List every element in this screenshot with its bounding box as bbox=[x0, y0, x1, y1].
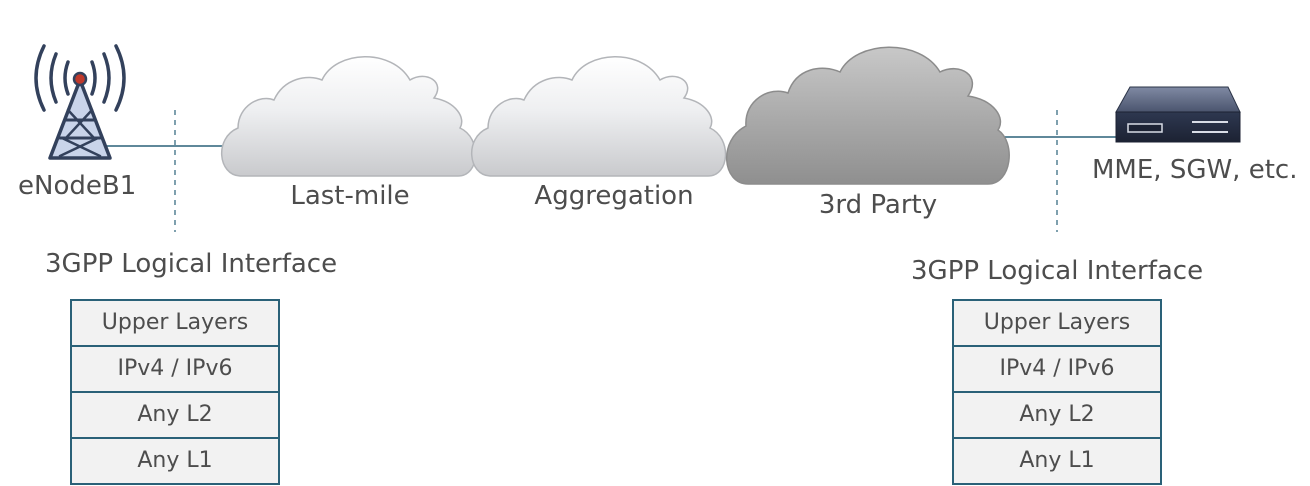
left-stack-layer: Any L1 bbox=[72, 437, 278, 483]
right-stack-layer: Any L2 bbox=[954, 391, 1160, 437]
right-protocol-stack: Upper Layers IPv4 / IPv6 Any L2 Any L1 bbox=[952, 299, 1162, 485]
right-stack-layer: Any L1 bbox=[954, 437, 1160, 483]
right-interface-title: 3GPP Logical Interface bbox=[911, 256, 1204, 286]
cloud-3rd-party-label: 3rd Party bbox=[818, 190, 938, 220]
enodeb-label: eNodeB1 bbox=[18, 171, 137, 201]
cloud-3rd-party bbox=[725, 46, 1010, 185]
cloud-aggregation bbox=[471, 56, 727, 177]
left-stack-layer: Upper Layers bbox=[101, 310, 249, 335]
core-label: MME, SGW, etc. bbox=[1092, 155, 1298, 185]
right-stack-layer: Upper Layers bbox=[983, 310, 1131, 335]
left-protocol-stack: Upper Layers IPv4 / IPv6 Any L2 Any L1 bbox=[70, 299, 280, 485]
cloud-last-mile bbox=[221, 56, 477, 177]
right-stack-layer: IPv4 / IPv6 bbox=[954, 345, 1160, 391]
left-stack-layer: Any L2 bbox=[72, 391, 278, 437]
server-icon bbox=[1115, 86, 1241, 143]
cloud-aggregation-label: Aggregation bbox=[534, 181, 694, 211]
left-interface-title: 3GPP Logical Interface bbox=[45, 249, 338, 279]
cell-tower-icon bbox=[34, 44, 126, 160]
cloud-last-mile-label: Last-mile bbox=[290, 181, 410, 211]
left-stack-layer: IPv4 / IPv6 bbox=[72, 345, 278, 391]
